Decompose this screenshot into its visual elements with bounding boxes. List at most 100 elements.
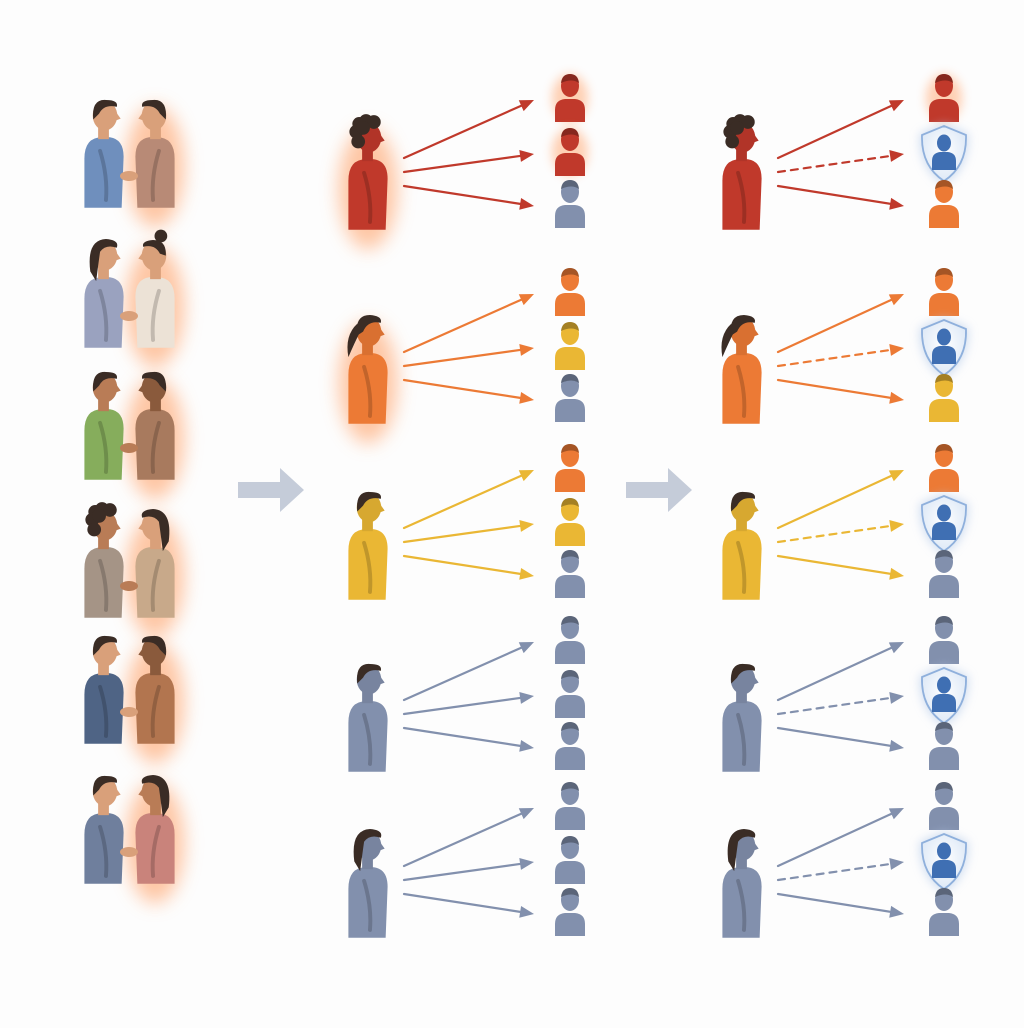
couple-4-hands [120,581,138,591]
protected-arrow-1-3 [776,184,904,210]
couple-1-hands [120,171,138,181]
transmission-target-4-1 [555,616,585,664]
transmission-row-3 [348,444,585,600]
transmission-target-2-3 [555,374,585,422]
protected-shield-2 [919,318,969,378]
transmission-target-5-2 [555,836,585,884]
protected-source-2 [721,314,762,424]
protected-arrow-2-3 [776,378,904,404]
flow-arrows [238,468,692,512]
protected-arrow-5-3 [776,892,904,918]
couple-4-person-right [125,508,185,638]
transmission-row-4 [348,616,585,772]
protected-arrow-1-1 [776,100,904,160]
couple-5-person-right [125,635,185,764]
protected-arrow-3-1 [776,470,904,530]
protected-shield-4 [919,666,969,726]
transmission-arrow-1-2 [402,149,534,174]
couples-column [84,99,185,904]
transmission-target-3-3 [555,550,585,598]
couple-2-person-right [125,229,185,368]
protected-row-4 [722,616,969,772]
transmission-arrow-2-2 [402,343,534,368]
transmission-arrow-4-2 [402,691,534,716]
transmission-target-4-3 [555,722,585,770]
couple-3-person-left [84,371,124,480]
transmission-arrow-3-3 [402,554,534,580]
protected-arrow-3-2 [776,520,904,544]
couple-2-person-left [84,238,124,348]
protected-target-1-1 [926,74,962,122]
transmission-arrow-4-1 [402,642,534,702]
transmission-arrow-1-3 [402,184,534,210]
couple-1-person-left [84,99,124,208]
protected-row-1 [722,74,969,230]
couple-5 [84,635,185,764]
couple-5-person-left [84,635,124,744]
couple-6 [84,774,185,904]
transmission-source-5 [348,828,388,938]
transmission-arrow-5-3 [402,892,534,918]
transmission-target-1-2 [552,128,588,176]
transmission-target-2-2 [555,322,585,370]
protected-target-5-3 [929,888,959,936]
transmission-target-3-2 [555,498,585,546]
couple-3-hands [120,443,138,453]
protected-arrow-5-1 [776,808,904,868]
couple-2 [84,229,185,368]
protected-target-2-1 [929,268,959,316]
protected-target-2-3 [929,374,959,422]
couple-6-hands [120,847,138,857]
protected-arrow-5-2 [776,858,904,882]
protected-shield-1 [919,124,969,184]
protected-source-1 [722,114,762,230]
couple-2-hands [120,311,138,321]
couple-4 [84,502,185,638]
transmission-row-5 [348,782,585,938]
flow-arrow-1 [238,468,304,512]
protected-target-1-3 [929,180,959,228]
transmission-arrow-5-2 [402,857,534,882]
transmission-arrow-3-1 [402,470,534,530]
protected-target-5-1 [929,782,959,830]
protected-target-3-3 [929,550,959,598]
transmission-target-1-1 [552,74,588,122]
protected-source-3 [722,491,762,600]
transmission-target-4-2 [555,670,585,718]
transmission-source-2 [338,314,398,444]
protected-arrow-2-2 [776,344,904,368]
protected-row-2 [721,268,969,424]
transmission-target-5-3 [555,888,585,936]
protected-row-3 [722,444,969,600]
protected-target-4-1 [929,616,959,664]
protected-row-5 [722,782,969,938]
protected-shield-3 [919,494,969,554]
couple-3 [84,371,185,500]
couple-5-hands [120,707,138,717]
couple-1-person-right [125,99,185,228]
protected-source-5 [722,828,762,938]
flow-arrow-2 [626,468,692,512]
transmission-arrow-2-3 [402,378,534,404]
protected-shield-5 [919,832,969,892]
protected-arrow-2-1 [776,294,904,354]
transmission-arrow-1-1 [402,100,534,160]
couple-6-person-right [125,774,185,904]
transmission-arrow-4-3 [402,726,534,752]
couple-6-person-left [84,775,124,884]
couple-4-person-left [84,502,124,618]
protected-column [721,74,969,938]
protected-arrow-4-3 [776,726,904,752]
protected-arrow-4-2 [776,692,904,716]
transmission-row-2 [338,268,585,444]
transmission-target-1-3 [555,180,585,228]
transmission-column [338,74,588,938]
transmission-arrow-5-1 [402,808,534,868]
protected-target-4-3 [929,722,959,770]
transmission-arrow-2-1 [402,294,534,354]
couple-1 [84,99,185,228]
transmission-source-1 [338,114,398,250]
transmission-target-2-1 [555,268,585,316]
